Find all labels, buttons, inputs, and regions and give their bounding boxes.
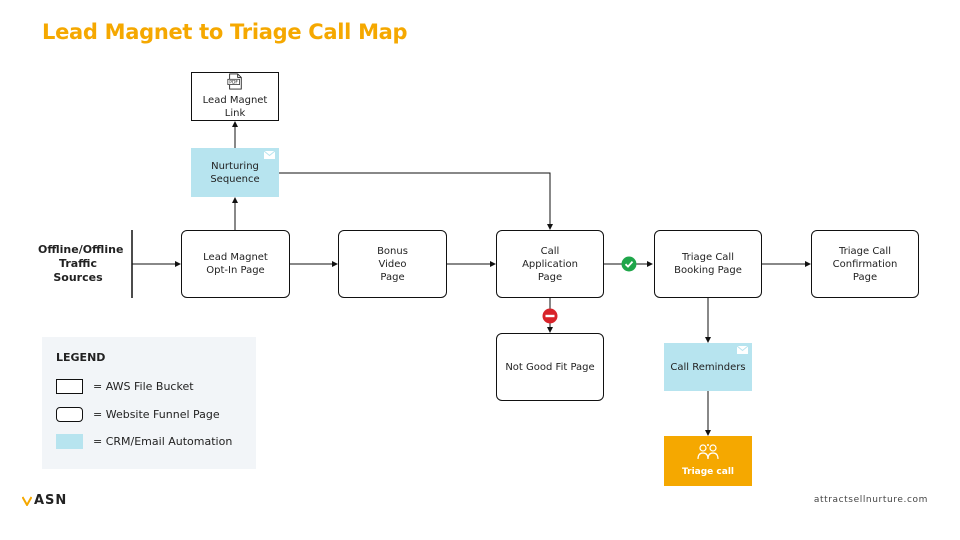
legend-item-bucket: = AWS File Bucket — [56, 379, 194, 394]
call-reminders-label: Call Reminders — [670, 361, 746, 373]
legend-item-label: = Website Funnel Page — [93, 408, 220, 421]
lead-magnet-link-node: PDF Lead Magnet Link — [191, 72, 279, 121]
triage-confirmation-page-label: Triage Call Confirmation Page — [832, 245, 898, 283]
lead-magnet-link-label: Lead Magnet Link — [202, 95, 268, 119]
logo-chevron-icon — [22, 496, 32, 506]
optin-page-node: Lead Magnet Opt-In Page — [181, 230, 290, 298]
nurturing-sequence-label: Nurturing Sequence — [210, 160, 260, 185]
legend-item-crm: = CRM/Email Automation — [56, 434, 232, 449]
triage-booking-page-node: Triage Call Booking Page — [654, 230, 762, 298]
arrow-nurturing-to-application — [279, 172, 553, 230]
optin-page-label: Lead Magnet Opt-In Page — [203, 252, 268, 276]
footer-url: attractsellnurture.com — [813, 495, 928, 505]
not-good-fit-page-node: Not Good Fit Page — [496, 333, 604, 401]
page-title: Lead Magnet to Triage Call Map — [42, 20, 408, 44]
triage-call-node: Triage call — [664, 436, 752, 486]
not-good-fit-page-label: Not Good Fit Page — [505, 361, 595, 373]
call-application-page-node: Call Application Page — [496, 230, 604, 298]
legend-item-label: = CRM/Email Automation — [93, 435, 233, 448]
legend-item-page: = Website Funnel Page — [56, 407, 220, 422]
bonus-video-page-node: Bonus Video Page — [338, 230, 447, 298]
pdf-icon-text: PDF — [229, 80, 238, 86]
pdf-icon: PDF — [227, 73, 242, 90]
envelope-icon — [264, 151, 275, 159]
legend-title: LEGEND — [56, 351, 106, 364]
crm-swatch — [56, 434, 83, 449]
logo-text: ASN — [34, 493, 68, 508]
asn-logo: ASN — [22, 493, 67, 508]
nurturing-sequence-node: Nurturing Sequence — [191, 148, 279, 197]
rejected-stop-icon — [542, 308, 558, 324]
bonus-video-page-label: Bonus Video Page — [377, 245, 408, 283]
call-reminders-node: Call Reminders — [664, 343, 752, 391]
bucket-swatch — [56, 379, 83, 394]
triage-booking-page-label: Triage Call Booking Page — [674, 252, 742, 276]
triage-call-label: Triage call — [681, 467, 734, 477]
legend-panel: LEGEND = AWS File Bucket = Website Funne… — [42, 337, 256, 469]
envelope-icon — [737, 346, 748, 354]
approved-check-icon — [621, 256, 637, 272]
page-swatch — [56, 407, 83, 422]
call-application-page-label: Call Application Page — [522, 245, 578, 283]
traffic-sources-label: Offline/Offline Traffic Sources — [38, 243, 124, 284]
legend-item-label: = AWS File Bucket — [93, 380, 194, 393]
triage-confirmation-page-node: Triage Call Confirmation Page — [811, 230, 919, 298]
people-talking-icon — [697, 444, 719, 460]
